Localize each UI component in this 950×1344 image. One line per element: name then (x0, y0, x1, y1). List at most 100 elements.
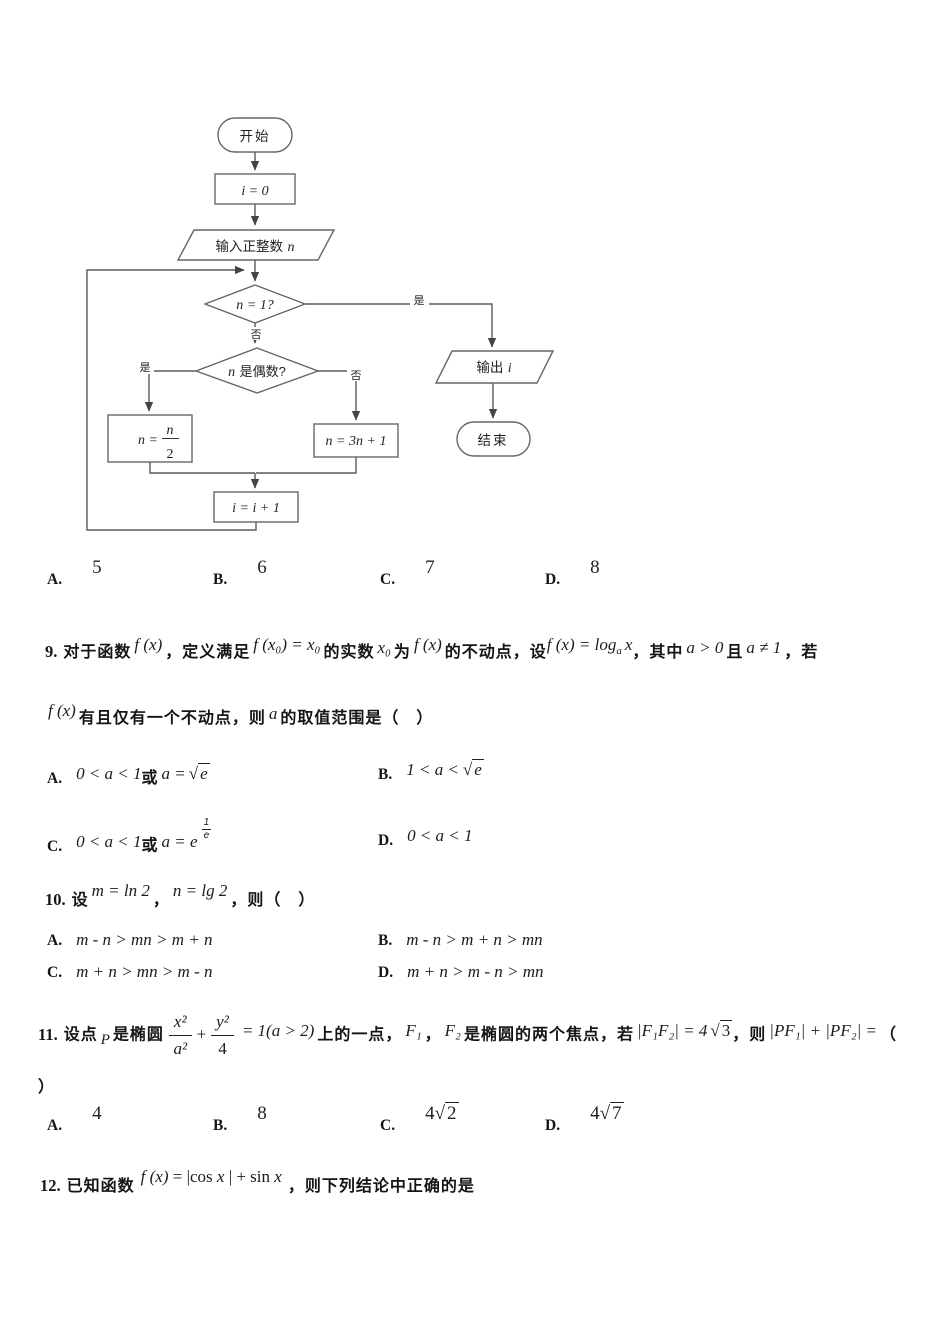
radicand: 2 (445, 1102, 459, 1124)
question-number: 9. (45, 642, 58, 661)
option-value: 4√7 (590, 1102, 624, 1125)
q10-options-row-2: C. m + n > mn > m - n D. m + n > m - n > m… (0, 956, 950, 988)
option-letter: D. (545, 1117, 561, 1134)
q8-options-row: A.5 B.6 C.7 D.8 (0, 557, 950, 602)
q10-line: 10.设m = ln 2，n = lg 2，则（ ） (0, 868, 950, 910)
fraction-numerator: x² (168, 1013, 192, 1036)
option-value: 4√2 (425, 1102, 459, 1125)
option-letter: B. (213, 1117, 228, 1134)
text-segment: 的实数 (323, 644, 375, 661)
coefficient: 4 (590, 1103, 600, 1124)
cond1-label: n = 1? (236, 298, 273, 313)
text-segment: ，则 (732, 1026, 767, 1044)
radical-icon: √ (434, 1103, 446, 1124)
option-letter: A. (47, 571, 63, 588)
node-init: i = 0 (214, 173, 296, 205)
math-operator: | + sin (224, 1167, 275, 1186)
output-label: 输出 (476, 360, 503, 375)
radical-icon: √ (462, 760, 473, 779)
sqrt-3: √3 (710, 1019, 733, 1041)
node-start: 开始 (217, 117, 293, 153)
math-fx: f (x) (134, 635, 163, 654)
text-segment: ，则（ ） (230, 892, 316, 909)
fraction-numerator: y² (211, 1013, 234, 1036)
question-number: 10. (45, 890, 66, 909)
q10-option-a: A.m - n > mn > m + n (47, 930, 213, 950)
math-focal-sum: |PF₁| + |PF₂| = (769, 1020, 878, 1040)
text-segment: ，则下列结论中正确的是 (287, 1178, 475, 1195)
or-text: 或 (141, 770, 159, 787)
sqrt-2: √2 (434, 1102, 459, 1125)
label-bg (247, 327, 264, 340)
math-inequality: m + n > mn > m - n (76, 962, 213, 981)
option-letter: A. (47, 932, 63, 949)
flowchart: 开始 i = 0 输入正整数 n n = 1? n 是偶数? 是 否 是 否 (86, 117, 555, 531)
math-eq-condition: = 1(a > 2) (241, 1020, 315, 1040)
option-value: 8 (590, 557, 600, 578)
radicand: 7 (610, 1102, 624, 1124)
text-segment: 为 (393, 644, 411, 661)
q11-line-2: ） (0, 1065, 950, 1097)
math-point-p: P (100, 1031, 110, 1048)
math-f2: F₂ (444, 1020, 461, 1040)
radicand: 3 (719, 1019, 733, 1040)
text-segment: ，定义满足 (165, 644, 251, 661)
text-segment: 对于函数 (63, 644, 132, 661)
q8-option-d: D.8 (545, 557, 600, 590)
math-log-head: f (x) = log (546, 635, 617, 654)
math-fx: f (x) (48, 701, 76, 720)
math-fixed-point-eq: f (x₀) = x₀ (253, 635, 321, 654)
radical-icon: √ (188, 764, 199, 783)
option-letter: C. (47, 964, 63, 981)
option-value: 4 (92, 1103, 102, 1124)
edge-triple-merge (256, 457, 357, 474)
q11-option-b: B.8 (213, 1103, 267, 1136)
q11-option-d: D. 4√7 (545, 1102, 624, 1136)
cond1-no-label: 否 (251, 329, 262, 341)
node-half: n = n 2 (107, 414, 193, 463)
paren-open: （ (880, 1026, 898, 1044)
option-letter: A. (47, 770, 63, 787)
option-value: 7 (425, 557, 435, 578)
cond2-no-label: 否 (351, 370, 362, 382)
math-range: 0 < a < 1 (76, 831, 142, 851)
text-segment: ，若 (784, 644, 819, 661)
comma: ， (152, 892, 170, 909)
q10-option-b: B.m - n > m + n > mn (378, 930, 543, 950)
math-range: 0 < a < 1 (407, 826, 473, 845)
triple-label: n = 3n + 1 (326, 434, 387, 449)
math-inequality: m + n > m - n > mn (407, 962, 544, 981)
math-fx: f (x) (140, 1167, 169, 1186)
coefficient: 4 (425, 1103, 435, 1124)
node-triple: n = 3n + 1 (313, 423, 399, 458)
node-input: 输入正整数 n (176, 229, 336, 261)
input-label: 输入正整数 (216, 239, 284, 254)
sqrt-e: √e (188, 763, 210, 784)
question-number: 12. (40, 1176, 61, 1195)
cond2-label: 是偶数? (240, 364, 286, 379)
text-segment: 已知函数 (66, 1178, 135, 1195)
math-m-def: m = ln 2 (91, 881, 150, 900)
increment-label: i = i + 1 (232, 501, 280, 516)
math-inequality: m - n > m + n > mn (406, 930, 543, 949)
math-a: a (268, 704, 278, 723)
math-x: x (274, 1167, 282, 1186)
half-lhs: n = (138, 433, 158, 448)
option-value: 6 (257, 557, 267, 578)
math-plus: + (196, 1024, 207, 1044)
text-segment: 是椭圆的两个焦点，若 (463, 1026, 634, 1044)
svg-text:输入正整数 n: 输入正整数 n (216, 238, 295, 255)
exponent-denominator: e (203, 829, 210, 841)
option-letter: D. (378, 964, 394, 981)
label-bg (347, 368, 365, 381)
q8-option-c: C.7 (380, 557, 435, 590)
input-variable: n (287, 240, 294, 255)
option-value: 5 (92, 557, 102, 578)
exponent-numerator: 1 (201, 817, 212, 830)
text-segment: 的不动点，设 (444, 644, 547, 661)
